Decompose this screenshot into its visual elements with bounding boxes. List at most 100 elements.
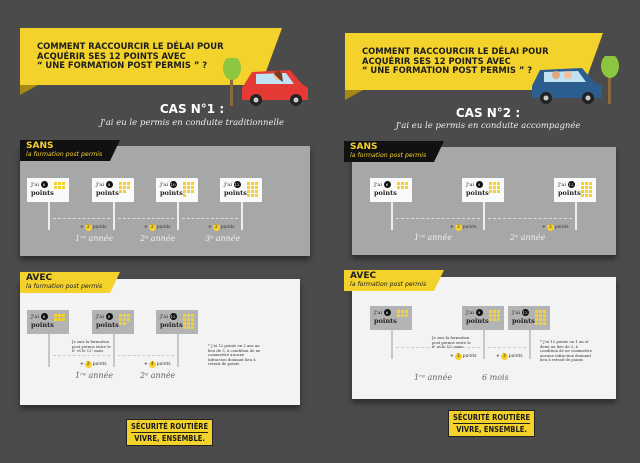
point-dot [187,186,190,189]
tab-heading: AVEC [350,271,377,281]
point-dot [493,314,496,317]
points-count-badge: 8 [105,313,113,320]
title-line: COMMENT RACCOURCIR LE DÉLAI POUR [37,41,224,51]
title-banner-left: COMMENT RACCOURCIR LE DÉLAI POUR ACQUÉRI… [20,28,282,85]
timeline-arrow [396,218,480,219]
points-dots-icon [397,182,408,189]
point-dot [497,186,500,189]
period-label: 1ʳᵉ année [414,373,453,382]
sign-prefix: J'ai [96,182,106,188]
point-dot [187,322,190,325]
point-dot [489,310,492,313]
point-dot [255,194,258,197]
point-dot [123,182,126,185]
point-dot [493,190,496,193]
tab-heading: SANS [350,142,378,152]
points-count-badge: 10 [169,181,177,188]
point-dot [58,318,61,321]
point-dot [187,326,190,329]
point-dot [251,186,254,189]
point-dot [493,182,496,185]
point-dot [585,194,588,197]
blue-car-illustration [532,56,619,104]
increment-word: points [156,362,171,367]
sign-word: points [31,189,54,197]
sign-word: points [160,189,183,197]
point-dot [62,182,65,185]
point-dot [62,186,65,189]
securite-routiere-logo: SÉCURITÉ ROUTIÈRE VIVRE, ENSEMBLE. [126,419,214,446]
point-dot [493,318,496,321]
point-dot [62,318,65,321]
banner-fold [345,90,363,100]
points-count-badge: 6 [383,181,391,188]
point-dot [539,322,542,325]
point-dot [539,318,542,321]
point-dot [119,314,122,317]
point-dot [54,318,57,321]
timeline-arrow [396,347,480,348]
point-dot [255,182,258,185]
point-dot [255,186,258,189]
points-dots-icon [119,182,130,193]
point-dot [539,314,542,317]
sign-pole [48,334,50,367]
point-dot [247,190,250,193]
sign-pole [575,202,577,230]
point-dot [247,182,250,185]
point-dot [489,182,492,185]
timeline-arrow [53,355,110,356]
point-dot [585,182,588,185]
point-dot [397,314,400,317]
point-dot [119,318,122,321]
timeline-arrow [53,218,110,219]
period-label: 2ᵉ année [140,371,176,380]
sign-prefix: J'ai [224,182,234,188]
points-count-badge: 12 [233,181,241,188]
points-dots-icon [54,182,65,189]
logo-line: SÉCURITÉ ROUTIÈRE [131,422,209,431]
point-dot [497,310,500,313]
points-dots-icon [489,182,500,193]
plus-sign: + [144,225,148,230]
plus-sign: + [542,225,546,230]
point-dot [58,314,61,317]
point-dot [123,322,126,325]
point-dot [397,182,400,185]
point-dot [589,182,592,185]
plus-sign: + [144,362,148,367]
case-title: CAS N°1 : [159,102,225,116]
point-dot [489,186,492,189]
point-dot [191,190,194,193]
point-dot [127,318,130,321]
sign-pole [241,202,243,230]
point-dot [123,318,126,321]
point-dot [401,310,404,313]
point-dot [127,182,130,185]
sign-pole [391,202,393,230]
points-count-badge: 6 [383,309,391,316]
sign-pole [391,330,393,359]
points-dots-icon [119,314,130,325]
point-dot [589,194,592,197]
point-dot [62,314,65,317]
period-label: 1ʳᵉ année [75,234,114,243]
sign-word: points [558,189,581,197]
point-dot [191,322,194,325]
point-dot [58,186,61,189]
point-dot [183,190,186,193]
increment-badge: 3 [454,224,462,231]
period-label: 6 mois [482,373,509,382]
title-line: “ UNE FORMATION POST PERMIS ” ? [37,60,208,70]
point-dot [251,194,254,197]
